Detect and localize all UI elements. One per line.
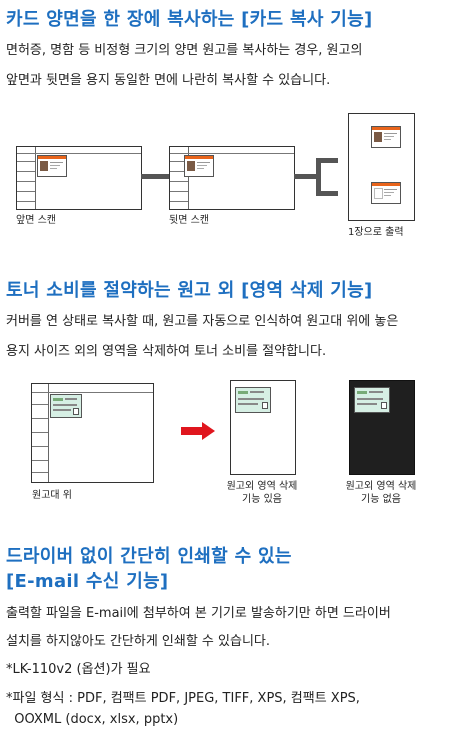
- output-page: [348, 113, 415, 221]
- front-scan-caption: 앞면 스캔: [16, 215, 56, 226]
- section-note: *LK-110v2 (옵션)가 필요: [6, 662, 151, 677]
- section-title-email: 드라이버 없이 간단히 인쇄할 수 있는: [6, 546, 292, 567]
- connector-line: [141, 174, 169, 179]
- section-title-email-line2: [E-mail 수신 기능]: [6, 571, 169, 592]
- platen-caption: 원고대 위: [32, 490, 72, 501]
- arrow-right-icon: [181, 427, 203, 435]
- platen-sheet: [31, 383, 154, 483]
- section-body-line: 용지 사이즈 외의 영역을 삭제하여 토너 소비를 절약합니다.: [6, 344, 327, 359]
- card-front: [37, 155, 67, 177]
- output-caption: 1장으로 출력: [348, 227, 404, 238]
- section-body-line: 앞면과 뒷면을 용지 동일한 면에 나란히 복사할 수 있습니다.: [6, 73, 331, 88]
- card-copy-diagram: 앞면 스캔 뒷면 스캔 1장으로 출력: [0, 0, 465, 240]
- section-note: OOXML (docx, xlsx, pptx): [6, 712, 179, 727]
- back-scan-caption: 뒷면 스캔: [169, 215, 209, 226]
- result-with-delete: [230, 380, 296, 475]
- section-title-area-delete: 토너 소비를 절약하는 원고 외 [영역 삭제 기능]: [6, 280, 373, 301]
- section-body-line: 설치를 하지않아도 간단하게 인쇄할 수 있습니다.: [6, 634, 270, 649]
- card-back: [184, 155, 214, 177]
- with-delete-caption-line2: 기능 있음: [242, 494, 282, 505]
- without-delete-caption-line1: 원고외 영역 삭제: [345, 481, 417, 492]
- front-scan-sheet: [16, 146, 142, 210]
- section-note: *파일 형식 : PDF, 컴팩트 PDF, JPEG, TIFF, XPS, …: [6, 691, 360, 706]
- area-delete-diagram: 원고대 위 원고외 영역 삭제 기능 있음 원고외 영역 삭제 기능 없음: [31, 380, 417, 505]
- section-body-line: 출력할 파일을 E-mail에 첨부하여 본 기기로 발송하기만 하면 드라이버: [6, 606, 391, 621]
- section-body-line: 커버를 연 상태로 복사할 때, 원고를 자동으로 인식하여 원고대 위에 놓은: [6, 314, 399, 329]
- section-body-line: 면허증, 명함 등 비정형 크기의 양면 원고를 복사하는 경우, 원고의: [6, 43, 363, 58]
- section-title-card-copy: 카드 양면을 한 장에 복사하는 [카드 복사 기능]: [6, 9, 373, 30]
- bracket-connector: [294, 174, 318, 179]
- result-without-delete: [349, 380, 415, 475]
- document-on-platen: [50, 394, 82, 418]
- without-delete-caption-line2: 기능 없음: [361, 494, 401, 505]
- back-scan-sheet: [169, 146, 295, 210]
- with-delete-caption-line1: 원고외 영역 삭제: [226, 481, 298, 492]
